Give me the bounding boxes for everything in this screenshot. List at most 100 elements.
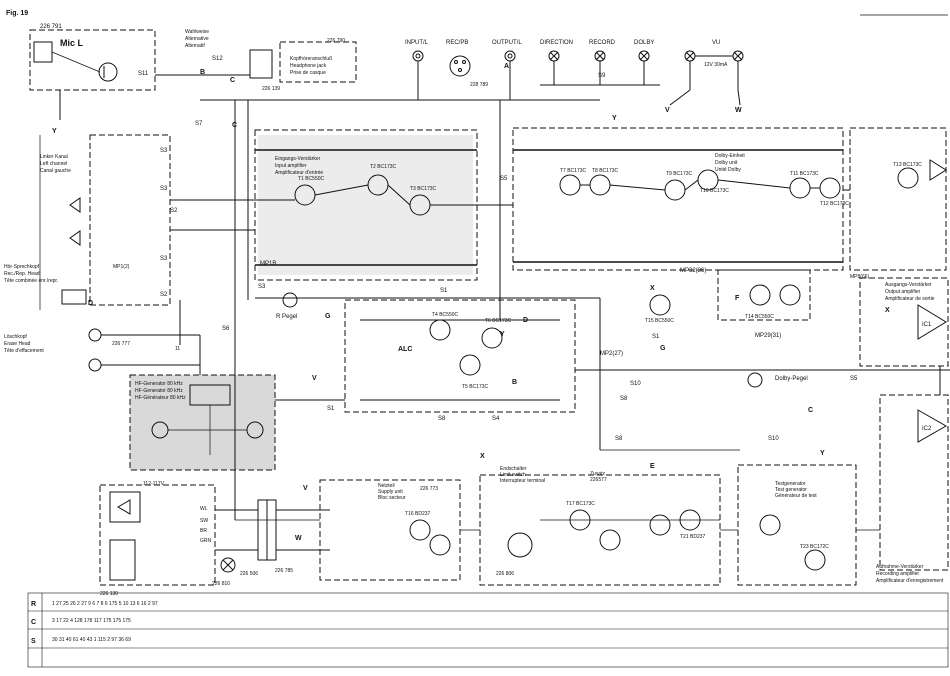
- svg-text:T13 BC173C: T13 BC173C: [893, 162, 922, 168]
- dolby-pegel-label: Dolby-Pegel: [775, 376, 808, 382]
- table-row-r: R: [31, 601, 36, 608]
- svg-text:S2: S2: [170, 208, 178, 214]
- svg-text:Y: Y: [820, 450, 825, 457]
- svg-text:A: A: [504, 63, 509, 70]
- svg-text:S3: S3: [160, 148, 168, 154]
- svg-text:B: B: [200, 69, 205, 76]
- sipp-label: MP1(2): [113, 264, 130, 270]
- rec-amp-section: IC2 Aufnahme-Verstärker Recording amplif…: [876, 394, 949, 584]
- input-amp-section: Eingangs-Verstärker Input amplifier Ampl…: [254, 129, 508, 294]
- output-label: OUTPUT/L: [492, 40, 522, 46]
- svg-text:IC1: IC1: [922, 322, 932, 328]
- recpb-label: REC/PB: [446, 40, 468, 46]
- rec-head-fr: Tête combinée enr./repr.: [4, 278, 58, 284]
- svg-text:SW: SW: [200, 518, 208, 524]
- svg-text:W: W: [735, 107, 742, 114]
- dolby-de: Dolby-Einheit: [715, 153, 745, 159]
- erase-head-fr: Tête d'effacement: [4, 348, 44, 354]
- rec-head-de: Hör-Sprechkopf: [4, 264, 40, 270]
- rec-amp-fr: Amplificateur d'enregistrement: [876, 578, 944, 584]
- svg-text:S3: S3: [160, 186, 168, 192]
- end-switch-en: Limit switch: [500, 472, 526, 478]
- input-amp-de: Eingangs-Verstärker: [275, 156, 321, 162]
- svg-text:T5 BC173C: T5 BC173C: [462, 384, 489, 390]
- svg-text:S1: S1: [652, 334, 660, 340]
- svg-text:T8 BC173C: T8 BC173C: [592, 168, 619, 174]
- lamp-rating: 12V 30mA: [704, 62, 728, 68]
- headphone-de: Kopfhöreranschluß: [290, 56, 332, 62]
- svg-text:11: 11: [175, 346, 180, 352]
- left-channel-head-section: Linker Kanal Left channel Canal gauche H…: [4, 134, 255, 307]
- meter-de: Wahlweise: [185, 29, 209, 35]
- svg-text:S1: S1: [440, 288, 448, 294]
- zusatz-de: Zusatz: [590, 471, 606, 477]
- test-gen-de: Testgenerator: [775, 481, 806, 487]
- svg-text:T17 BC173C: T17 BC173C: [566, 501, 595, 507]
- svg-text:BR: BR: [200, 528, 207, 534]
- table-c-values: 3 17 22 4 128 178 117 175 175 175: [52, 618, 131, 624]
- table-row-c: C: [31, 619, 36, 626]
- output-amp-en: Output amplifier: [885, 289, 921, 295]
- erase-head-de: Löschkopf: [4, 334, 27, 340]
- supply-en: Supply unit: [378, 489, 403, 495]
- output-amp-fr: Amplificateur de sortie: [885, 296, 935, 302]
- headphone-section: Kopfhöreranschluß Headphone jack Prise d…: [279, 38, 357, 83]
- svg-text:S12: S12: [212, 56, 223, 62]
- svg-text:S10: S10: [768, 436, 779, 442]
- svg-text:V: V: [303, 485, 308, 492]
- lamp-section: DIRECTION RECORD DOLBY VU 12V 30mA S9 V …: [540, 40, 744, 122]
- svg-text:T11 BC173C: T11 BC173C: [790, 171, 819, 177]
- svg-text:S8: S8: [438, 416, 446, 422]
- headphone-fr: Prise de casque: [290, 70, 326, 76]
- supply-unit-section: Netzteil Supply unit Bloc secteur 226 77…: [276, 479, 461, 581]
- mp2-label: MP2(27): [600, 351, 623, 357]
- svg-text:S8: S8: [620, 396, 628, 402]
- socket-no: 228 789: [470, 82, 488, 88]
- svg-text:T9 BC173C: T9 BC173C: [666, 171, 693, 177]
- svg-text:226 139: 226 139: [262, 86, 280, 92]
- test-gen-section: Testgenerator Test generator Générateur …: [737, 464, 857, 586]
- end-switch-fr: Interrupteur terminal: [500, 478, 545, 484]
- svg-text:X: X: [480, 453, 485, 460]
- erase-head-section: Löschkopf Erase Head Tête d'effacement 2…: [4, 326, 230, 380]
- svg-text:T2 BC173C: T2 BC173C: [370, 164, 397, 170]
- lamp-dolby: DOLBY: [634, 40, 654, 46]
- zusatz-no: 226577: [590, 477, 607, 483]
- svg-text:S10: S10: [630, 381, 641, 387]
- hf-gen-en: HF-Generator 80 kHz: [135, 388, 183, 394]
- table-s-values: 30 31 40 61 40 43 1 115 2 97 36 69: [52, 637, 131, 643]
- mains-section: 226 130 112-117V WL SW BR GRN 226 810 22…: [99, 481, 293, 597]
- svg-text:F: F: [735, 295, 740, 302]
- svg-text:T14 BC550C: T14 BC550C: [745, 314, 774, 320]
- end-switch-section: Endschalter Limit switch Interrupteur te…: [479, 466, 721, 586]
- test-gen-en: Test generator: [775, 487, 807, 493]
- mp8-label: MP8(66): [850, 274, 870, 280]
- svg-text:S4: S4: [492, 416, 500, 422]
- rec-head-en: Rec./Rep. Head: [4, 271, 40, 277]
- hf-generator-section: HF-Generator 80 kHz HF-Generator 80 kHz …: [129, 374, 276, 471]
- svg-text:C: C: [808, 407, 813, 414]
- svg-text:E: E: [650, 463, 655, 470]
- svg-text:226 806: 226 806: [496, 571, 514, 577]
- svg-text:T4 BC550C: T4 BC550C: [432, 312, 459, 318]
- supply-de: Netzteil: [378, 483, 395, 489]
- lamp-vu: VU: [712, 40, 720, 46]
- dolby-fr: Unité Dolby: [715, 167, 741, 173]
- svg-text:S8: S8: [615, 436, 623, 442]
- output-amp-section: Ausgangs-Verstärker Output amplifier Amp…: [850, 274, 949, 367]
- marker-y-mic: Y: [52, 128, 57, 135]
- hf-gen-fr: HF-Générateur 80 kHz: [135, 395, 186, 401]
- meter-section: Wahlweise Alternative Alternatif B S12 C…: [155, 29, 600, 129]
- svg-text:D: D: [88, 300, 93, 307]
- svg-text:226 777: 226 777: [112, 341, 130, 347]
- svg-text:226 785: 226 785: [275, 568, 293, 574]
- svg-text:S9: S9: [598, 73, 606, 79]
- mp1b-label: MP1B: [260, 261, 276, 267]
- svg-text:T7 BC173C: T7 BC173C: [560, 168, 587, 174]
- supply-fr: Bloc secteur: [378, 495, 406, 501]
- svg-text:V: V: [312, 375, 317, 382]
- svg-text:T10 BC173C: T10 BC173C: [700, 188, 729, 194]
- left-channel-de: Linker Kanal: [40, 154, 68, 160]
